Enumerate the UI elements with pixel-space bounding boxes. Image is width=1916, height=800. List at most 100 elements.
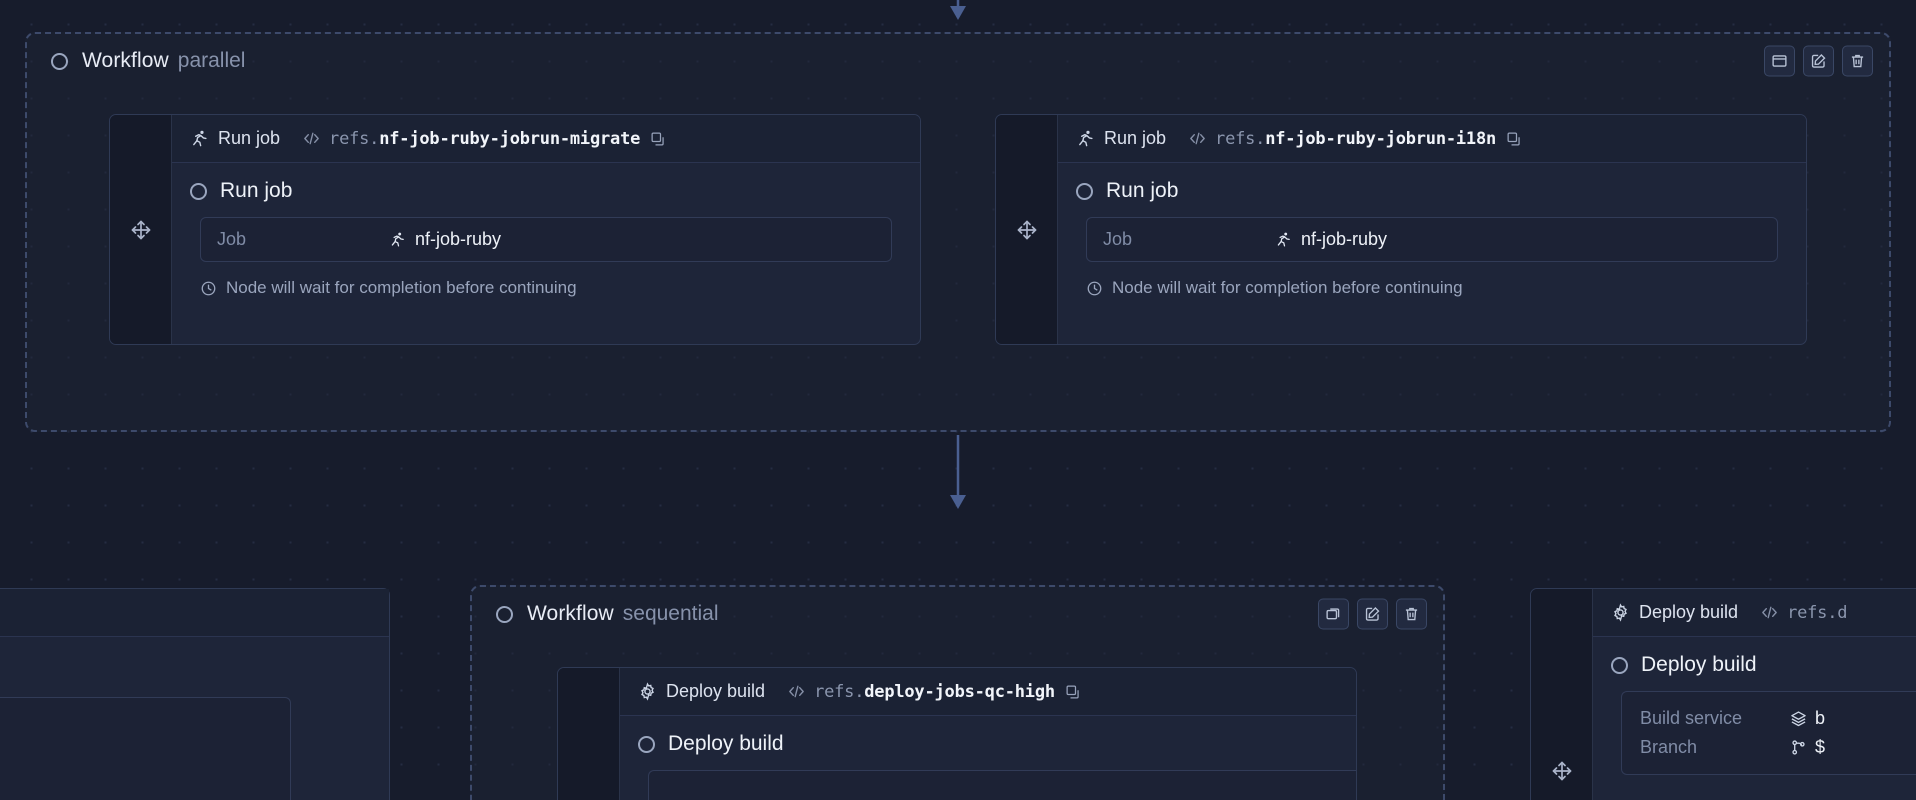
copy-icon[interactable] — [650, 131, 666, 147]
circle-outline-icon — [638, 735, 655, 753]
code-brackets-icon — [302, 129, 321, 148]
section-title-label: Run job — [1106, 179, 1179, 202]
workflow-header-parallel: Workflow parallel — [27, 34, 1889, 88]
field-value-text: nf-job-ruby — [1301, 229, 1388, 249]
collapse-button[interactable] — [1764, 45, 1795, 77]
drag-handle[interactable] — [110, 115, 172, 344]
node-header: Deploy build refs.deploy-jobs-qc-high — [620, 668, 1356, 716]
clock-icon — [201, 281, 216, 295]
delete-button[interactable] — [1396, 598, 1427, 630]
code-brackets-icon — [1760, 603, 1779, 622]
hint-text: Node will wait for completion before con… — [1112, 278, 1463, 297]
workflow-toolbar-sequential — [1318, 598, 1427, 630]
node-section-title: Deploy build — [1593, 653, 1916, 677]
row-value: b — [1790, 708, 1825, 729]
section-title-label: Run job — [220, 179, 293, 202]
panel-left-line: efs.build.branch} — [0, 739, 290, 768]
drag-handle[interactable] — [558, 668, 620, 800]
ref-prefix: refs. — [814, 681, 865, 702]
ref-prefix: refs. — [329, 128, 380, 149]
gear-icon — [638, 682, 657, 701]
node-hint: Node will wait for completion before con… — [172, 278, 920, 298]
git-branch-icon — [1792, 740, 1805, 755]
node-reference: refs.deploy-jobs-qc-high — [814, 682, 1055, 702]
workflow-name: sequential — [622, 602, 719, 625]
runner-icon — [1277, 232, 1290, 247]
circle-outline-icon — [190, 182, 207, 200]
connector-top — [945, 0, 971, 22]
node-type-label: Run job — [218, 128, 281, 148]
node-section-title: Run job — [1058, 179, 1806, 203]
runner-icon — [190, 129, 209, 148]
row-label: Build service — [1640, 708, 1743, 728]
node-reference: refs.nf-job-ruby-jobrun-i18n — [1215, 129, 1496, 149]
workflow-name: parallel — [177, 49, 246, 72]
node-reference: refs.d — [1787, 603, 1847, 623]
row-value-text: $ — [1815, 737, 1826, 757]
node-header: Run job refs.nf-job-ruby-jobrun-migrate — [172, 115, 920, 163]
workflow-toolbar-parallel — [1764, 45, 1873, 77]
node-header: Run job refs.nf-job-ruby-jobrun-i18n — [1058, 115, 1806, 163]
circle-outline-icon — [51, 52, 68, 70]
edit-button[interactable] — [1803, 45, 1834, 77]
row-build-service[interactable]: Build service b — [1622, 704, 1916, 733]
drag-handle[interactable] — [1531, 589, 1593, 800]
delete-button[interactable] — [1842, 45, 1873, 77]
ref-name: nf-job-ruby-jobrun-i18n — [1265, 128, 1497, 149]
ref-prefix: refs. — [1215, 128, 1266, 149]
field-job[interactable]: Job nf-job-ruby — [1086, 217, 1778, 262]
field-value: nf-job-ruby — [1275, 229, 1387, 250]
node-header: Deploy build refs.d — [1593, 589, 1916, 637]
node-section-title: Deploy build — [620, 732, 1356, 756]
connector-middle — [945, 435, 971, 510]
runner-icon — [1076, 129, 1095, 148]
runner-icon — [391, 232, 404, 247]
node-section-title: Run job — [172, 179, 920, 203]
node-type-label: Run job — [1104, 128, 1167, 148]
workflow-group-parallel[interactable]: Workflow parallel — [25, 32, 1891, 432]
row-value-text: b — [1815, 708, 1826, 728]
section-title-label: Deploy build — [1641, 653, 1757, 676]
workflow-header-sequential: Workflow sequential — [472, 587, 1443, 641]
duplicate-button[interactable] — [1318, 598, 1349, 630]
ref-name: nf-job-ruby-jobrun-migrate — [379, 128, 641, 149]
layers-icon — [1791, 711, 1806, 727]
copy-icon[interactable] — [1506, 131, 1522, 147]
drag-handle[interactable] — [996, 115, 1058, 344]
field-placeholder[interactable] — [648, 770, 1356, 800]
node-run-job-migrate[interactable]: Run job refs.nf-job-ruby-jobrun-migrate — [109, 114, 921, 345]
node-hint: Node will wait for completion before con… — [1058, 278, 1806, 298]
field-label: Job — [1103, 229, 1133, 249]
workflow-label: Workflow — [82, 49, 169, 72]
row-label: Branch — [1640, 737, 1698, 757]
panel-left-line: der-ruby — [0, 710, 290, 739]
node-type-label: Deploy build — [666, 681, 766, 701]
code-brackets-icon — [787, 682, 806, 701]
clock-icon — [1087, 281, 1102, 295]
edit-button[interactable] — [1357, 598, 1388, 630]
code-brackets-icon — [1188, 129, 1207, 148]
node-deploy-build-qc-high[interactable]: Deploy build refs.deploy-jobs-qc-high — [557, 667, 1357, 800]
node-run-job-i18n[interactable]: Run job refs.nf-job-ruby-jobrun-i18n — [995, 114, 1807, 345]
circle-outline-icon — [1611, 656, 1628, 674]
circle-outline-icon — [1076, 182, 1093, 200]
row-value: $ — [1790, 737, 1825, 758]
node-reference: refs.nf-job-ruby-jobrun-migrate — [329, 129, 640, 149]
node-type-label: Deploy build — [1639, 602, 1739, 622]
workflow-label: Workflow — [527, 602, 614, 625]
row-branch[interactable]: Branch $ — [1622, 733, 1916, 762]
workflow-group-sequential[interactable]: Workflow sequential — [470, 585, 1445, 800]
section-title-label: Deploy build — [668, 732, 784, 755]
edge-panel-right[interactable]: Deploy build refs.d Deploy build — [1530, 588, 1916, 800]
edge-panel-left[interactable]: loy-app-ruby der-ruby efs.build.branch} — [0, 588, 390, 800]
copy-icon[interactable] — [1065, 684, 1081, 700]
ref-partial: refs.d — [1787, 602, 1848, 623]
gear-icon — [1611, 603, 1630, 622]
hint-text: Node will wait for completion before con… — [226, 278, 577, 297]
field-value: nf-job-ruby — [389, 229, 501, 250]
field-value-text: nf-job-ruby — [415, 229, 502, 249]
ref-name: deploy-jobs-qc-high — [864, 681, 1055, 702]
field-job[interactable]: Job nf-job-ruby — [200, 217, 892, 262]
circle-outline-icon — [496, 605, 513, 623]
